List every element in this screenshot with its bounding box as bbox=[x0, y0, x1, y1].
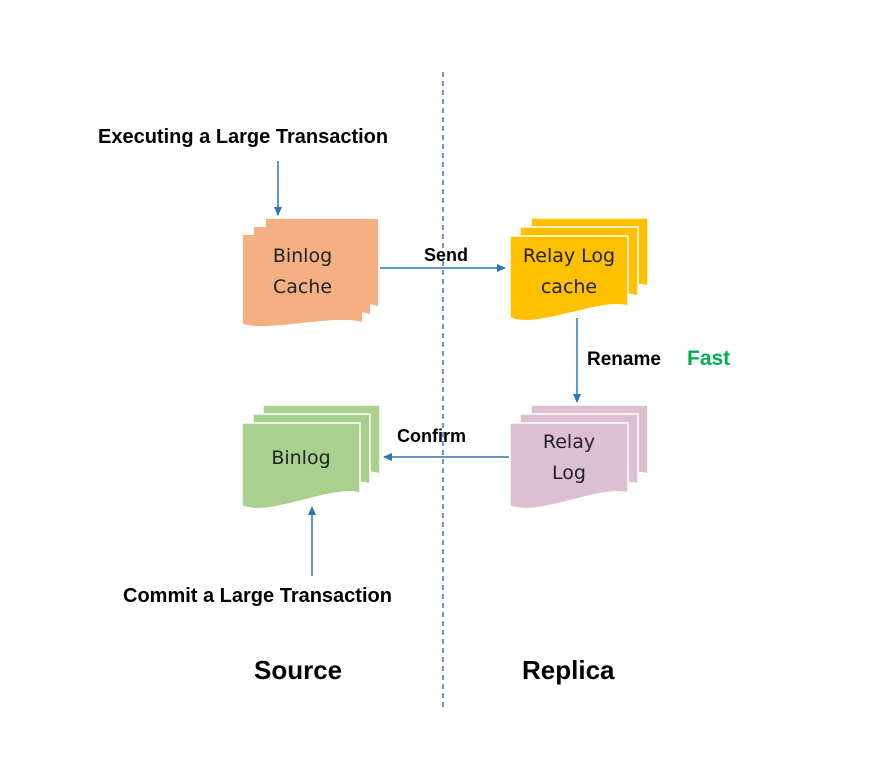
relay-log-text: Relay Log bbox=[510, 427, 628, 489]
relay-log-cache-sheet-front bbox=[509, 235, 629, 322]
relay-log-line1: Relay bbox=[542, 431, 596, 453]
binlog-sheet-front bbox=[241, 422, 361, 510]
relay-log-cache-line1: Relay Log bbox=[522, 245, 616, 267]
binlog-text: Binlog bbox=[242, 443, 360, 474]
binlog-cache-text: Binlog Cache bbox=[243, 241, 362, 303]
source-label: Source bbox=[254, 655, 343, 685]
replica-label: Replica bbox=[522, 655, 615, 685]
binlog-cache-sheet-front bbox=[243, 235, 362, 327]
relay-log-sheet-front bbox=[509, 422, 629, 510]
send-label: Send bbox=[424, 245, 469, 265]
relay-log-cache-box bbox=[509, 217, 649, 322]
commit-label: Commit a Large Transaction bbox=[123, 585, 392, 607]
executing-label: Executing a Large Transaction bbox=[98, 126, 389, 148]
relay-log-cache-text: Relay Log cache bbox=[506, 241, 632, 303]
binlog-cache-box bbox=[243, 219, 378, 327]
binlog-cache-line1: Binlog bbox=[272, 245, 333, 267]
fast-label: Fast bbox=[687, 347, 731, 370]
relay-log-line2: Log bbox=[552, 462, 586, 484]
binlog-box bbox=[241, 404, 381, 510]
binlog-line1: Binlog bbox=[271, 447, 331, 469]
confirm-label: Confirm bbox=[397, 426, 466, 446]
binlog-cache-line2: Cache bbox=[272, 276, 333, 298]
relay-log-box bbox=[509, 404, 649, 510]
relay-log-cache-line2: cache bbox=[540, 276, 598, 298]
rename-label: Rename bbox=[587, 349, 661, 370]
